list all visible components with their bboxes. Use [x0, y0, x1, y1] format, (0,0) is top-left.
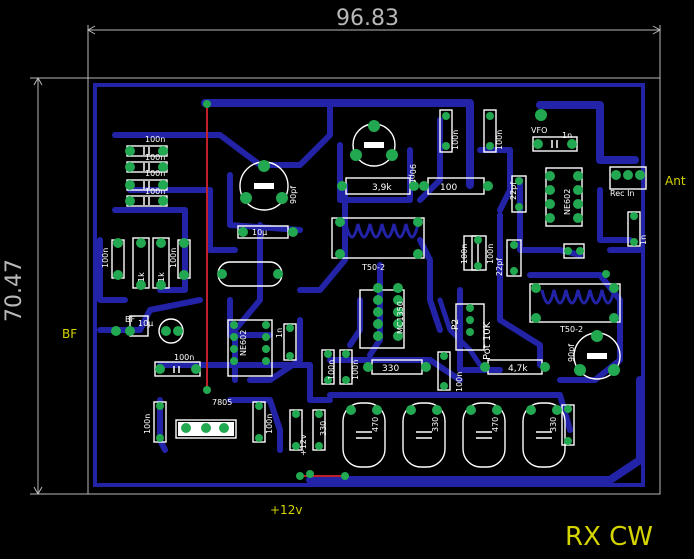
label-90pf-c: 90pf — [567, 344, 576, 362]
label-100n-c: 100n — [145, 169, 165, 178]
label-10u-b: 10µ — [252, 228, 267, 237]
label-mc1350: MC1350 — [396, 301, 405, 334]
label-p2: P2 — [451, 319, 461, 330]
label-470-a: 470 — [371, 417, 380, 432]
label-100n-l: 100n — [351, 360, 360, 380]
label-330-c: 330 — [431, 417, 440, 432]
supply-label: +12v — [270, 503, 303, 517]
dimension-lines — [30, 25, 662, 496]
label-100n-j: 100n — [486, 244, 495, 264]
label-1n-a: 1n — [275, 328, 284, 338]
label-100n-f: 100n — [169, 248, 178, 268]
label-100n-b: 100n — [145, 153, 165, 162]
copper-traces — [97, 99, 644, 484]
label-100n-m: 100n — [455, 372, 464, 392]
bf-label: BF — [62, 327, 78, 341]
label-4k7: 4,7k — [508, 364, 528, 374]
ant-label: Ant — [665, 174, 686, 188]
trimmer-slots — [254, 142, 607, 359]
board-outline — [93, 83, 645, 487]
label-1k-a: 1k — [137, 272, 146, 282]
label-t50-a: T50-2 — [361, 263, 385, 272]
label-10u-a: 10µ — [138, 319, 153, 328]
coil-windings — [344, 223, 616, 305]
label-100n-g: 100n — [451, 130, 460, 150]
label-7805: 7805 — [212, 398, 232, 407]
label-90pf-a: 90pf — [289, 186, 298, 204]
label-100n-e: 100n — [101, 248, 110, 268]
label-330-b: 330 — [319, 421, 328, 436]
label-330-a: 330 — [382, 364, 399, 374]
label-ne602-b: NE602 — [563, 189, 572, 215]
label-100n-p: 100n — [265, 414, 274, 434]
board-title: RX CW — [565, 522, 654, 552]
label-22pf-a: 22pf — [509, 182, 518, 200]
label-100: 100 — [440, 183, 457, 193]
label-100n-n: 100n — [174, 353, 194, 362]
component-labels: 100n 100n 100n 100n 100n 1k 1k 100n BF 1… — [101, 126, 648, 456]
label-100n-i: 100n — [460, 244, 469, 264]
height-dimension: 70.47 — [2, 259, 27, 322]
label-vfo: VFO — [531, 126, 547, 135]
width-dimension: 96.83 — [336, 6, 399, 31]
label-100n-a: 100n — [145, 135, 165, 144]
label-22pf-b: 22pf — [495, 258, 504, 276]
label-470-b: 470 — [491, 417, 500, 432]
label-3k9: 3,9k — [372, 183, 392, 193]
label-1n-b: 1n — [562, 131, 572, 140]
label-100n-d: 100n — [145, 187, 165, 196]
label-rec-in: Rec In — [610, 189, 635, 198]
label-90pf-b: 90pf — [408, 164, 417, 182]
label-pot: Pot 10K — [482, 321, 493, 360]
label-bf-cap: BF — [125, 315, 135, 324]
label-100n-o: 100n — [143, 414, 152, 434]
capacitor-symbols — [143, 140, 558, 439]
component-pads — [111, 100, 645, 480]
label-t50-b: T50-2 — [559, 325, 583, 334]
label-1k-b: 1k — [157, 272, 166, 282]
label-330-d: 330 — [549, 417, 558, 432]
label-ne602-a: NE602 — [239, 330, 248, 356]
label-100n-k: 100n — [327, 360, 336, 380]
label-supply-small: +12v — [299, 434, 308, 456]
label-100n-h: 100n — [495, 130, 504, 150]
label-1n-c: 1n — [639, 235, 648, 245]
